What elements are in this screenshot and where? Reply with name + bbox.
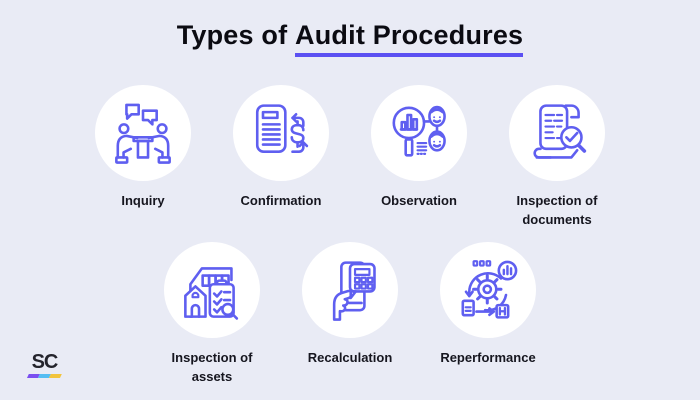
brand-logo-underline	[27, 374, 62, 378]
recalculation-icon	[332, 261, 376, 322]
item-label: Confirmation	[240, 192, 322, 208]
inquiry-badge	[95, 84, 191, 181]
item-confirmation: Confirmation	[212, 84, 350, 211]
logo-underline-segment	[49, 374, 62, 378]
inquiry-icon	[115, 103, 171, 164]
row-top: Inquiry Confirmation	[0, 84, 700, 230]
item-observation: Observation	[350, 84, 488, 211]
observation-badge	[371, 84, 467, 181]
item-inspection-of-assets: Inspection of assets	[143, 242, 281, 387]
item-label: Inquiry	[121, 192, 165, 208]
item-inquiry: Inquiry	[74, 84, 212, 211]
item-label: Recalculation	[307, 350, 393, 366]
title-underlined-text: Audit Procedures	[295, 20, 524, 57]
item-label: Observation	[381, 192, 457, 208]
item-label: Inspection of documents	[516, 192, 598, 227]
item-label: Inspection of assets	[171, 350, 253, 385]
reperformance-badge	[440, 242, 536, 339]
recalculation-badge	[302, 242, 398, 339]
page-title: Types of Audit Procedures	[0, 20, 700, 57]
reperformance-icon	[461, 260, 518, 320]
confirmation-icon	[255, 104, 309, 153]
observation-icon	[392, 105, 446, 157]
item-inspection-of-documents: Inspection of documents	[488, 84, 626, 230]
item-recalculation: Recalculation	[281, 242, 419, 368]
confirmation-badge	[233, 84, 329, 181]
inspection-of-assets-icon	[184, 267, 239, 321]
brand-logo-text: SC	[31, 351, 59, 373]
item-reperformance: Reperformance	[419, 242, 557, 368]
inspection-of-assets-badge	[164, 242, 260, 339]
row-bottom: Inspection of assets	[0, 242, 700, 387]
brand-logo: SC	[27, 351, 62, 378]
item-label: Reperformance	[440, 350, 536, 366]
title-prefix: Types of	[176, 20, 296, 50]
inspection-of-documents-icon	[533, 104, 587, 159]
inspection-of-documents-badge	[509, 84, 605, 181]
